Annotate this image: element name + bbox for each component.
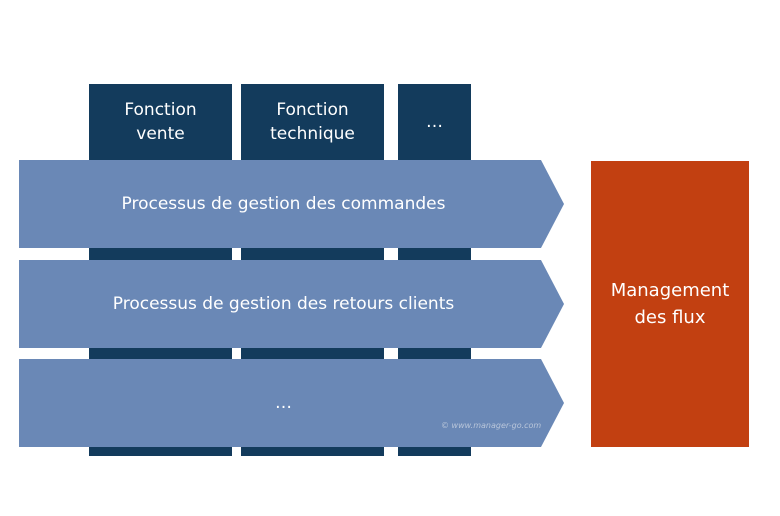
function-label: … xyxy=(426,112,443,132)
process-label: Processus de gestion des retours clients xyxy=(112,294,455,314)
management-box: Management des flux xyxy=(591,161,749,447)
process-label: … xyxy=(275,393,292,413)
function-label: Fonction vente xyxy=(124,100,197,144)
management-label: Management des flux xyxy=(610,280,730,328)
process-label: Processus de gestion des commandes xyxy=(121,194,446,214)
function-label: Fonction technique xyxy=(270,100,355,144)
process-arrow-retours: Processus de gestion des retours clients xyxy=(19,260,564,348)
process-arrow-commandes: Processus de gestion des commandes xyxy=(19,160,564,248)
watermark: © www.manager-go.com xyxy=(441,421,542,430)
process-arrow-other: … xyxy=(19,359,564,447)
